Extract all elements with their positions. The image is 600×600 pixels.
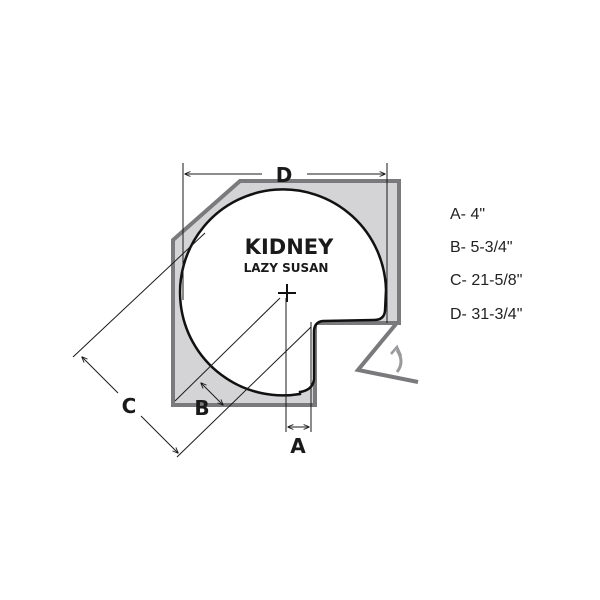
b-extension xyxy=(174,297,281,402)
c-label: C xyxy=(122,394,137,418)
legend-item-a: A- 4" xyxy=(450,206,486,223)
door-swing-arrowhead-icon xyxy=(390,344,403,357)
cabinet-door xyxy=(354,322,419,384)
c-extension-top xyxy=(72,232,206,358)
c-dimension-line-bottom xyxy=(140,415,178,453)
b-label: B xyxy=(194,396,209,420)
c-dimension-line-top xyxy=(82,357,119,394)
d-label: D xyxy=(276,163,293,187)
legend-item-d: D- 31-3/4" xyxy=(450,306,523,323)
c-extension-bottom xyxy=(176,326,312,458)
a-label: A xyxy=(290,434,306,458)
b-dimension-line xyxy=(201,383,223,405)
diagram-title: KIDNEY xyxy=(245,235,334,259)
diagram-subtitle: LAZY SUSAN xyxy=(244,261,329,275)
legend-item-c: C- 21-5/8" xyxy=(450,272,523,289)
legend-item-b: B- 5-3/4" xyxy=(450,239,513,256)
